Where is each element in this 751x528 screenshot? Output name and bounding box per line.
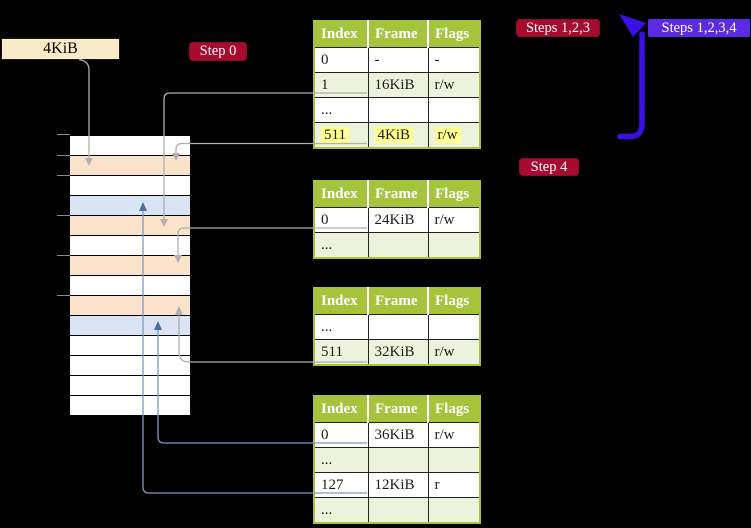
table-header-row: Index Frame Flags bbox=[314, 21, 480, 48]
table-row: 0 36KiB r/w bbox=[313, 422, 481, 448]
memory-row-white bbox=[70, 356, 190, 376]
header-index: Index bbox=[314, 181, 369, 208]
page-size-label: 4KiB bbox=[1, 38, 120, 60]
header-frame: Frame bbox=[368, 288, 429, 315]
table-cell: 4KiB bbox=[367, 122, 429, 149]
table-cell: 0 bbox=[313, 422, 369, 448]
memory-row-white bbox=[70, 376, 190, 396]
header-index: Index bbox=[314, 21, 369, 48]
memory-tick bbox=[57, 155, 70, 156]
table-row: 1 16KiB r/w bbox=[313, 72, 481, 98]
table-cell: ... bbox=[313, 97, 369, 123]
table-cell: 12KiB bbox=[367, 472, 429, 498]
header-index: Index bbox=[314, 396, 369, 423]
page-table-level1: Index Frame Flags 0 - - 1 16KiB r/w ... … bbox=[313, 20, 481, 149]
memory-row-blue bbox=[70, 316, 190, 336]
loop-arrow bbox=[617, 14, 646, 140]
table-row: 511 32KiB r/w bbox=[313, 339, 481, 366]
table-cell: 36KiB bbox=[367, 422, 429, 448]
table-cell: - bbox=[367, 47, 429, 73]
table-cell: ... bbox=[313, 314, 369, 340]
table-cell bbox=[427, 97, 481, 123]
table-cell: 16KiB bbox=[367, 72, 429, 98]
memory-row-peach bbox=[70, 156, 190, 176]
memory-row-white bbox=[70, 176, 190, 196]
table-header-row: Index Frame Flags bbox=[314, 396, 480, 423]
table-row: 0 - - bbox=[313, 47, 481, 73]
table-cell: 511 bbox=[313, 122, 369, 149]
table-cell: r/w bbox=[427, 207, 481, 233]
table-cell bbox=[367, 314, 429, 340]
table-cell bbox=[427, 232, 481, 259]
memory-tick bbox=[57, 175, 70, 176]
table-cell: r/w bbox=[427, 422, 481, 448]
header-frame: Frame bbox=[368, 21, 429, 48]
table-cell bbox=[367, 447, 429, 473]
memory-row-white bbox=[70, 336, 190, 356]
header-flags: Flags bbox=[428, 288, 480, 315]
table-row: ... bbox=[313, 497, 481, 524]
table-cell: ... bbox=[313, 447, 369, 473]
memory-row-blue bbox=[70, 196, 190, 216]
memory-tick bbox=[57, 134, 70, 135]
steps123-badge: Steps 1,2,3 bbox=[516, 19, 600, 37]
table-cell bbox=[367, 97, 429, 123]
memory-row-white bbox=[70, 236, 190, 256]
table-row: ... bbox=[313, 447, 481, 473]
table-row: ... bbox=[313, 97, 481, 123]
page-table-level4: Index Frame Flags 0 36KiB r/w ... 127 12… bbox=[313, 395, 481, 524]
header-flags: Flags bbox=[428, 181, 480, 208]
table-cell: r bbox=[427, 472, 481, 498]
table-cell bbox=[367, 497, 429, 524]
table-row: ... bbox=[313, 314, 481, 340]
memory-tick bbox=[57, 215, 70, 216]
table-cell: r/w bbox=[427, 339, 481, 366]
table-cell bbox=[367, 232, 429, 259]
table-cell: 24KiB bbox=[367, 207, 429, 233]
header-flags: Flags bbox=[428, 21, 480, 48]
table-row: 0 24KiB r/w bbox=[313, 207, 481, 233]
header-frame: Frame bbox=[368, 396, 429, 423]
memory-tick bbox=[57, 255, 70, 256]
table-row: 127 12KiB r bbox=[313, 472, 481, 498]
table-row-highlighted: 511 4KiB r/w bbox=[313, 122, 481, 149]
memory-stack bbox=[70, 135, 190, 416]
table-row: ... bbox=[313, 232, 481, 259]
table-cell: r/w bbox=[427, 122, 481, 149]
page-table-level3: Index Frame Flags ... 511 32KiB r/w bbox=[313, 287, 481, 366]
memory-row-white bbox=[70, 396, 190, 416]
table-cell: ... bbox=[313, 497, 369, 524]
table-cell: ... bbox=[313, 232, 369, 259]
memory-row-white bbox=[70, 136, 190, 156]
memory-row-peach bbox=[70, 256, 190, 276]
header-index: Index bbox=[314, 288, 369, 315]
header-frame: Frame bbox=[368, 181, 429, 208]
table-header-row: Index Frame Flags bbox=[314, 288, 480, 315]
table-cell: 0 bbox=[313, 47, 369, 73]
table-header-row: Index Frame Flags bbox=[314, 181, 480, 208]
steps1234-badge: Steps 1,2,3,4 bbox=[648, 19, 750, 37]
table-cell: r/w bbox=[427, 72, 481, 98]
memory-tick bbox=[57, 295, 70, 296]
memory-row-peach bbox=[70, 296, 190, 316]
table-cell: 0 bbox=[313, 207, 369, 233]
header-flags: Flags bbox=[428, 396, 480, 423]
memory-row-white bbox=[70, 276, 190, 296]
table-cell: 32KiB bbox=[367, 339, 429, 366]
table-cell bbox=[427, 497, 481, 524]
table-cell: - bbox=[427, 47, 481, 73]
step0-badge: Step 0 bbox=[189, 42, 247, 61]
table-cell: 127 bbox=[313, 472, 369, 498]
table-cell bbox=[427, 447, 481, 473]
table-cell: 1 bbox=[313, 72, 369, 98]
table-cell bbox=[427, 314, 481, 340]
step4-badge: Step 4 bbox=[519, 158, 579, 176]
memory-row-peach bbox=[70, 216, 190, 236]
page-table-level2: Index Frame Flags 0 24KiB r/w ... bbox=[313, 180, 481, 259]
table-cell: 511 bbox=[313, 339, 369, 366]
